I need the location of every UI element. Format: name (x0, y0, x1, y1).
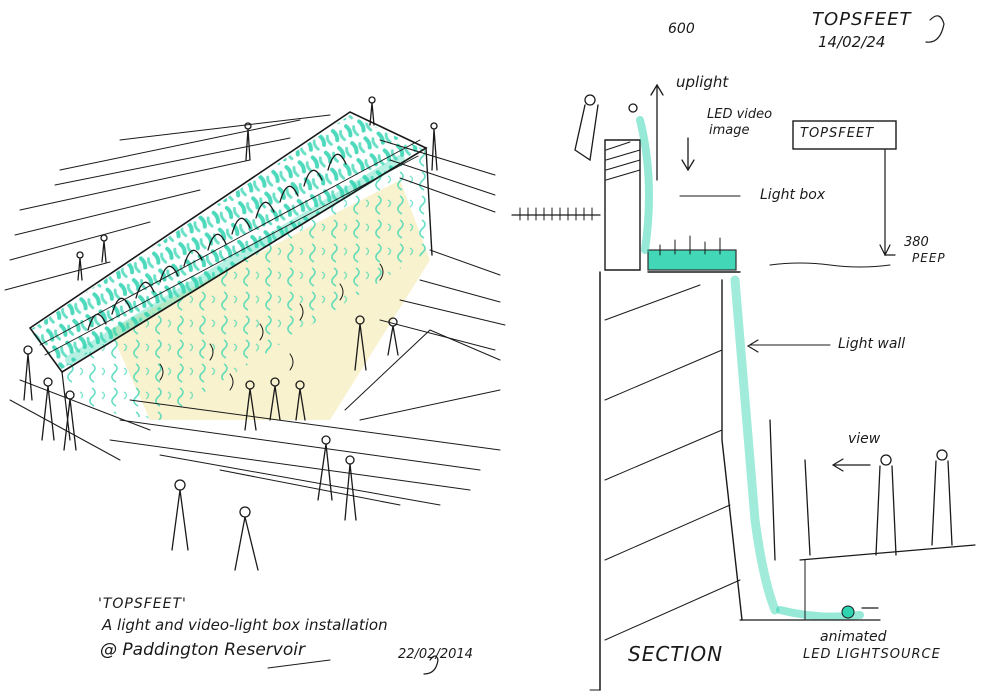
label-view: view (848, 432, 880, 447)
caption-date: 22/02/2014 (398, 648, 473, 662)
caption-line-2: @ Paddington Reservoir (100, 641, 305, 660)
label-led-video: LED video (707, 108, 772, 122)
scale-note: 600 (668, 22, 695, 37)
depth-unit: PEEP (912, 252, 946, 265)
sign-text: TOPSFEET (800, 127, 874, 141)
section-sketch (268, 16, 975, 690)
section-label: SECTION (628, 643, 723, 665)
page-date: 14/02/24 (818, 34, 885, 51)
caption-line-1: A light and video-light box installation (102, 617, 388, 634)
label-uplight: uplight (676, 74, 728, 91)
label-led-source-2: LED LIGHTSOURCE (803, 648, 941, 662)
page-title: TOPSFEET (812, 10, 912, 30)
perspective-sketch (5, 97, 505, 570)
label-led-image: image (709, 124, 750, 138)
light-box-teal (648, 250, 736, 270)
label-light-box: Light box (760, 188, 825, 203)
label-led-source-1: animated (820, 630, 887, 645)
depth-note: 380 (904, 236, 929, 250)
caption-title: 'TOPSFEET' (98, 597, 187, 612)
label-light-wall: Light wall (838, 337, 905, 352)
